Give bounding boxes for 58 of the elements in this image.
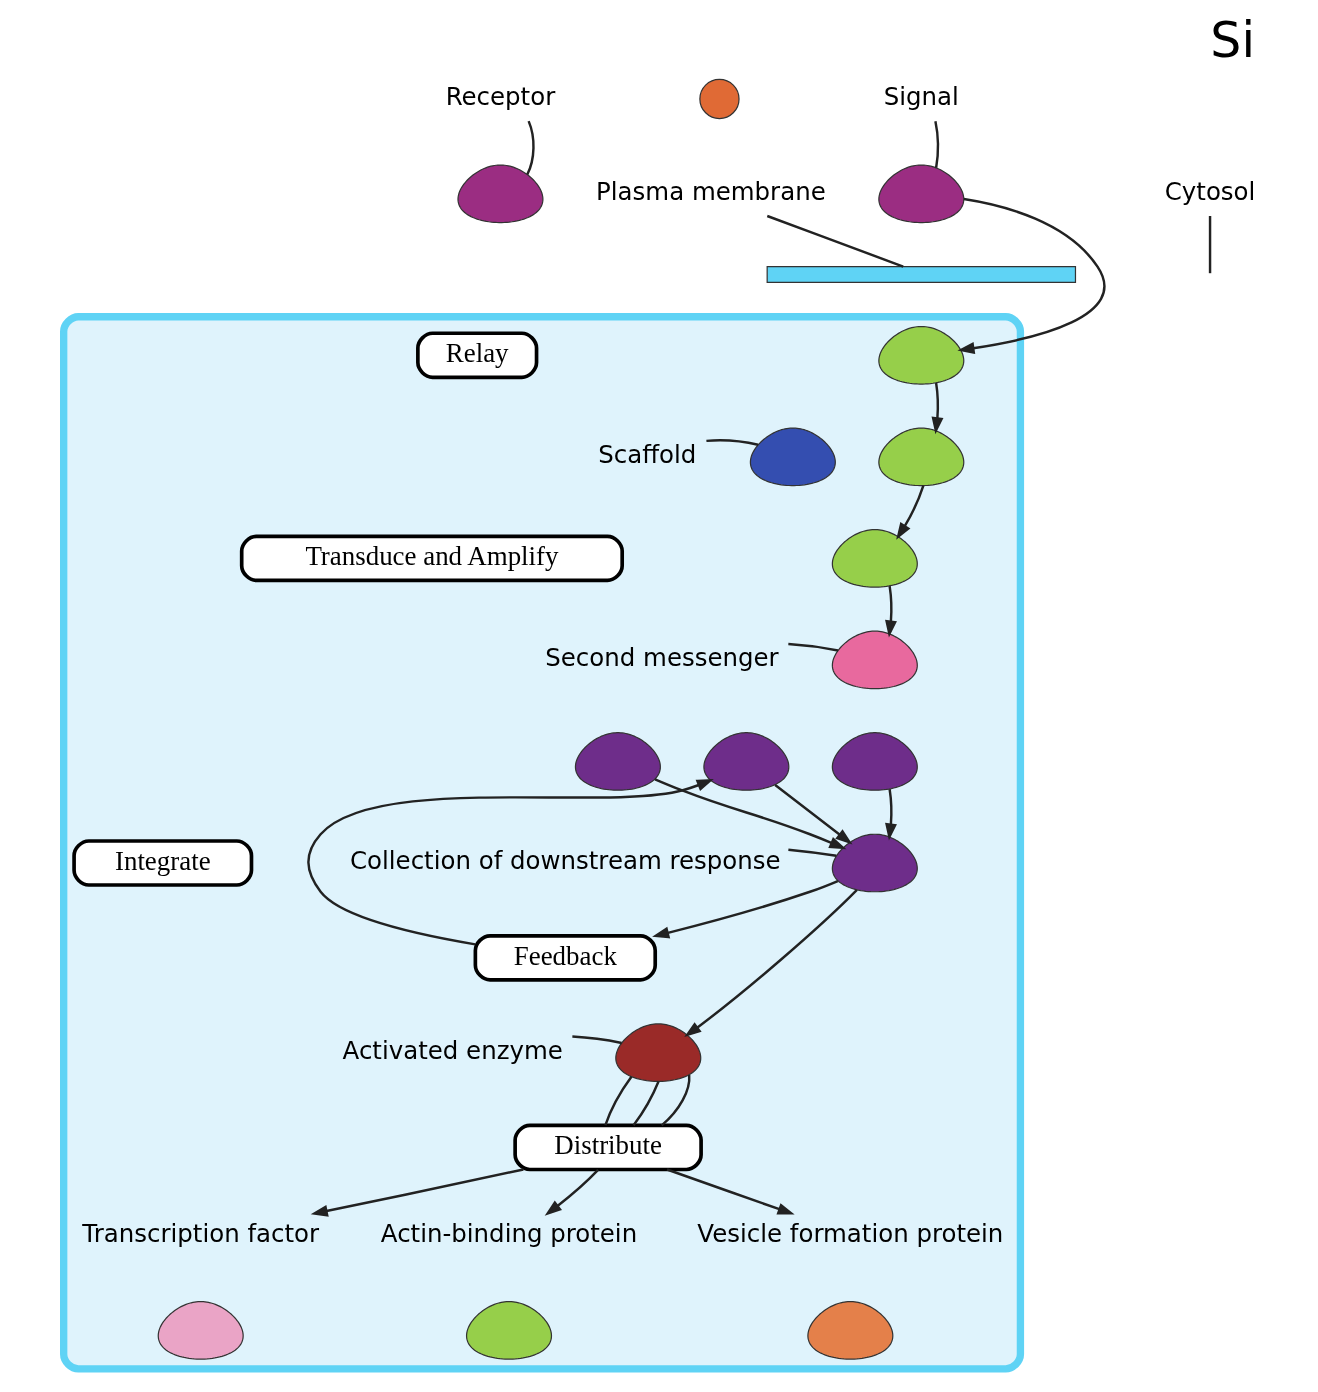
arrow [884, 585, 897, 638]
arrow [651, 879, 838, 939]
connector [660, 1074, 690, 1127]
node-picture [574, 732, 661, 791]
node-text: Second messenger [544, 643, 779, 673]
node-text: Transcription factor [81, 1218, 319, 1248]
node-picture [157, 1301, 244, 1360]
connector [933, 120, 939, 168]
connector [1208, 216, 1211, 274]
node-text: Receptor [445, 82, 555, 112]
node-circle [698, 78, 740, 120]
node-text: Vesicle formation protein [696, 1218, 1003, 1248]
arrow [931, 382, 943, 435]
node-box: Distribute [512, 1123, 703, 1172]
node-box: Integrate [71, 839, 253, 887]
node-text: Activated enzyme [342, 1035, 563, 1065]
connector [787, 642, 838, 652]
diagram-title: Si [1209, 12, 1255, 70]
arrow [654, 778, 846, 850]
arrow [895, 485, 924, 540]
node-band [766, 265, 1076, 284]
node-picture [806, 1301, 893, 1360]
connector [571, 1035, 622, 1045]
connector [705, 439, 758, 446]
node-text: Plasma membrane [595, 176, 826, 206]
node-picture [831, 732, 918, 791]
node-picture [831, 529, 918, 588]
node-text: Scaffold [597, 439, 696, 469]
node-picture [877, 325, 964, 385]
node-picture [702, 732, 789, 791]
arrow [884, 789, 897, 841]
node-picture [831, 630, 918, 690]
connector [603, 1075, 632, 1126]
node-picture [877, 427, 964, 487]
arrow [306, 779, 714, 946]
arrow [683, 889, 858, 1038]
connector [787, 848, 836, 857]
arrow [544, 1169, 599, 1216]
node-text: Cytosol [1164, 176, 1255, 206]
cluster [59, 313, 1024, 1373]
node-picture [465, 1301, 552, 1360]
node-picture [456, 164, 544, 224]
node-box: Feedback [473, 933, 657, 982]
arrow [666, 1168, 795, 1215]
arrow [773, 783, 852, 845]
connector [766, 214, 904, 268]
node-text: Signal [883, 82, 959, 112]
node-box: Relay [415, 331, 538, 380]
node-picture [831, 833, 918, 893]
node-text: Actin-binding protein [380, 1218, 637, 1248]
arrow [956, 197, 1105, 354]
node-picture [749, 427, 836, 487]
arrow [310, 1168, 524, 1217]
node-picture [877, 164, 964, 224]
node-text: Collection of downstream response [349, 846, 781, 876]
node-box: Transduce and Amplify [239, 534, 624, 583]
connector [525, 120, 535, 175]
connector [632, 1081, 660, 1127]
